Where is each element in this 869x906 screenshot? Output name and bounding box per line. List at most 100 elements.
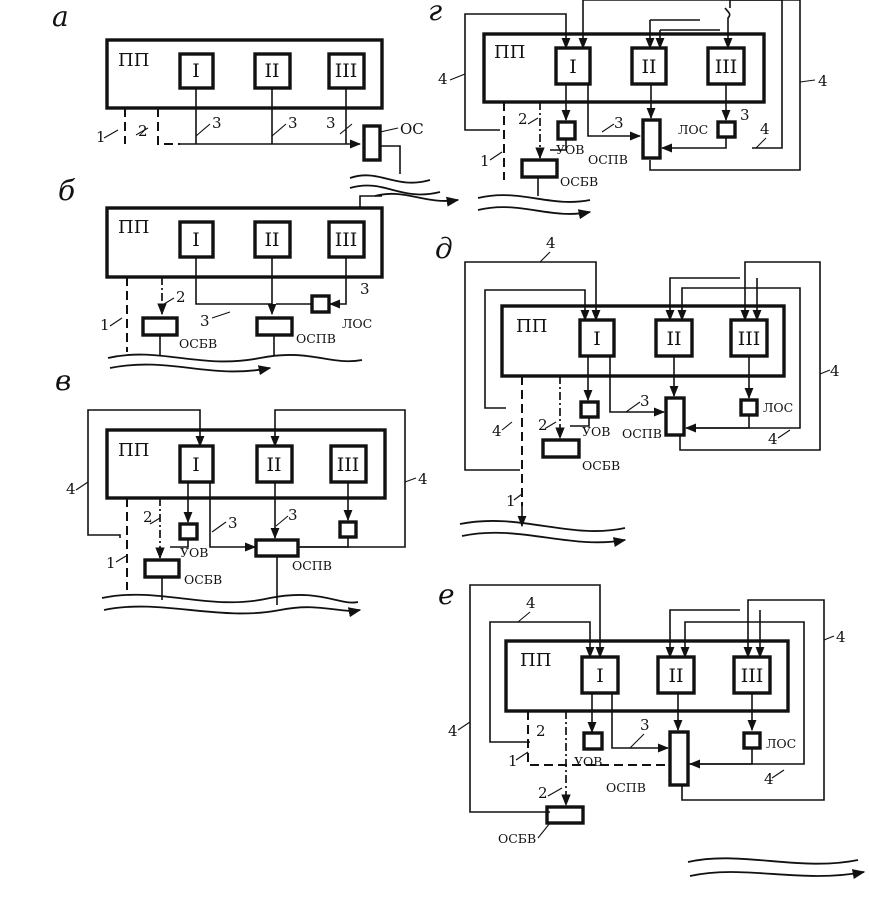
panel-letter-a: а xyxy=(52,0,69,33)
pipe-2-label: 2 xyxy=(176,288,186,306)
ospv-box xyxy=(255,316,294,337)
plant-box xyxy=(482,32,766,104)
los-label: ЛОС xyxy=(766,736,796,751)
loop-4c-label: 4 xyxy=(768,430,778,448)
ospv-label: ОСПВ xyxy=(292,558,332,573)
osbv-label: ОСБВ xyxy=(179,336,217,351)
loop-4a-label: 4 xyxy=(526,594,536,612)
shop-3-label: III xyxy=(741,665,764,687)
panel-d: д ПП I II III УОВ ЛОС ОСПВ ОСБВ 4 xyxy=(435,232,840,547)
pipe-3b-label: 3 xyxy=(360,280,370,298)
shop-1-label: I xyxy=(596,665,604,687)
ospv-box xyxy=(668,730,690,787)
osbv-box xyxy=(141,316,179,337)
loop-4b-label: 4 xyxy=(830,362,840,380)
shop-2-box xyxy=(656,655,696,695)
shop-2-label: II xyxy=(266,454,281,476)
shop-3-label: III xyxy=(715,56,738,78)
pipe-1-label: 1 xyxy=(106,554,116,572)
osbv-label: ОСБВ xyxy=(184,572,222,587)
pipe-2-label: 2 xyxy=(138,122,148,140)
os-label: ОС xyxy=(400,120,424,138)
los-label: ЛОС xyxy=(763,400,793,415)
pipe-1-label: 1 xyxy=(508,752,518,770)
pipe-3a-label: 3 xyxy=(228,514,238,532)
plant-label: ПП xyxy=(494,42,525,63)
loop-4a-label: 4 xyxy=(438,70,448,88)
pipe-3-label: 3 xyxy=(640,392,650,410)
panel-v: в ПП I II III УОВ ОСБВ ОСПВ 4 4 1 xyxy=(55,364,428,618)
panel-letter-b: б xyxy=(58,174,76,207)
plant-label: ПП xyxy=(118,50,149,71)
panel-e: е ПП I II III УОВ ЛОС ОСПВ ОСБВ 4 xyxy=(438,578,866,880)
loop-4b-label: 4 xyxy=(818,72,828,90)
panel-g: г ПП I II III УОВ ЛОС ОСПВ ОСБВ xyxy=(428,0,828,220)
uov-label: УОВ xyxy=(556,142,584,157)
pipe-3b-label: 3 xyxy=(288,506,298,524)
ospv-box xyxy=(664,396,686,437)
plant-box xyxy=(500,304,786,378)
osbv-box xyxy=(143,558,181,579)
ospv-box xyxy=(641,118,662,160)
osbv-box xyxy=(520,158,559,179)
shop-3-label: III xyxy=(335,229,358,251)
plant-box xyxy=(105,428,387,500)
plant-label: ПП xyxy=(520,650,551,671)
osbv-box xyxy=(541,438,581,459)
uov-label: УОВ xyxy=(180,545,208,560)
shop-1-label: I xyxy=(192,229,200,251)
shop-2-label: II xyxy=(641,56,656,78)
panel-letter-v: в xyxy=(55,364,71,397)
shop-2-label: II xyxy=(666,328,681,350)
pipe-2-label: 2 xyxy=(143,508,153,526)
uov-label: УОВ xyxy=(582,424,610,439)
uov-box xyxy=(556,120,577,141)
los-label: ЛОС xyxy=(342,316,372,331)
osbv-label: ОСБВ xyxy=(582,458,620,473)
pipe-3a-label: 3 xyxy=(212,114,222,132)
pipe-1-label: 1 xyxy=(100,316,110,334)
los-box xyxy=(742,731,762,750)
plant-box xyxy=(105,206,384,279)
pipe-3-label: 3 xyxy=(640,716,650,734)
local-treatment-box xyxy=(338,520,358,539)
los-label: ЛОС xyxy=(678,122,708,137)
plant-box xyxy=(504,639,790,713)
loop-4d-label: 4 xyxy=(448,722,458,740)
pipe-2a-label: 2 xyxy=(536,722,546,740)
shop-1-label: I xyxy=(192,454,200,476)
panel-letter-d: д xyxy=(435,232,453,265)
loop-4b-label: 4 xyxy=(418,470,428,488)
ospv-box xyxy=(254,538,300,558)
shop-3-label: III xyxy=(738,328,761,350)
pipe-3a-label: 3 xyxy=(200,312,210,330)
shop-1-label: I xyxy=(192,60,200,82)
shop-3-label: III xyxy=(335,60,358,82)
uov-box xyxy=(582,731,604,751)
pipe-3b-label: 3 xyxy=(288,114,298,132)
loop-4a-label: 4 xyxy=(546,234,556,252)
loop-4a-label: 4 xyxy=(66,480,76,498)
loop-4c-label: 4 xyxy=(764,770,774,788)
pipe-3c-label: 3 xyxy=(326,114,336,132)
uov-box xyxy=(579,400,600,419)
shop-1-label: I xyxy=(569,56,577,78)
shop-2-label: II xyxy=(668,665,683,687)
panel-letter-g: г xyxy=(428,0,442,27)
los-box xyxy=(716,120,737,139)
osbv-label: ОСБВ xyxy=(560,174,598,189)
uov-label: УОВ xyxy=(574,754,602,769)
osbv-box xyxy=(545,805,585,825)
treatment-os-box xyxy=(362,124,382,162)
ospv-label: ОСПВ xyxy=(606,780,646,795)
uov-box xyxy=(178,522,199,541)
panel-a: а ПП I II III ОС 1 2 3 3 3 xyxy=(52,0,460,207)
pipe-3b-label: 3 xyxy=(740,106,750,124)
shop-3-label: III xyxy=(337,454,360,476)
los-box xyxy=(739,398,759,417)
plant-box xyxy=(105,38,384,110)
ospv-label: ОСПВ xyxy=(296,331,336,346)
shop-1-label: I xyxy=(593,328,601,350)
plant-label: ПП xyxy=(118,440,149,461)
